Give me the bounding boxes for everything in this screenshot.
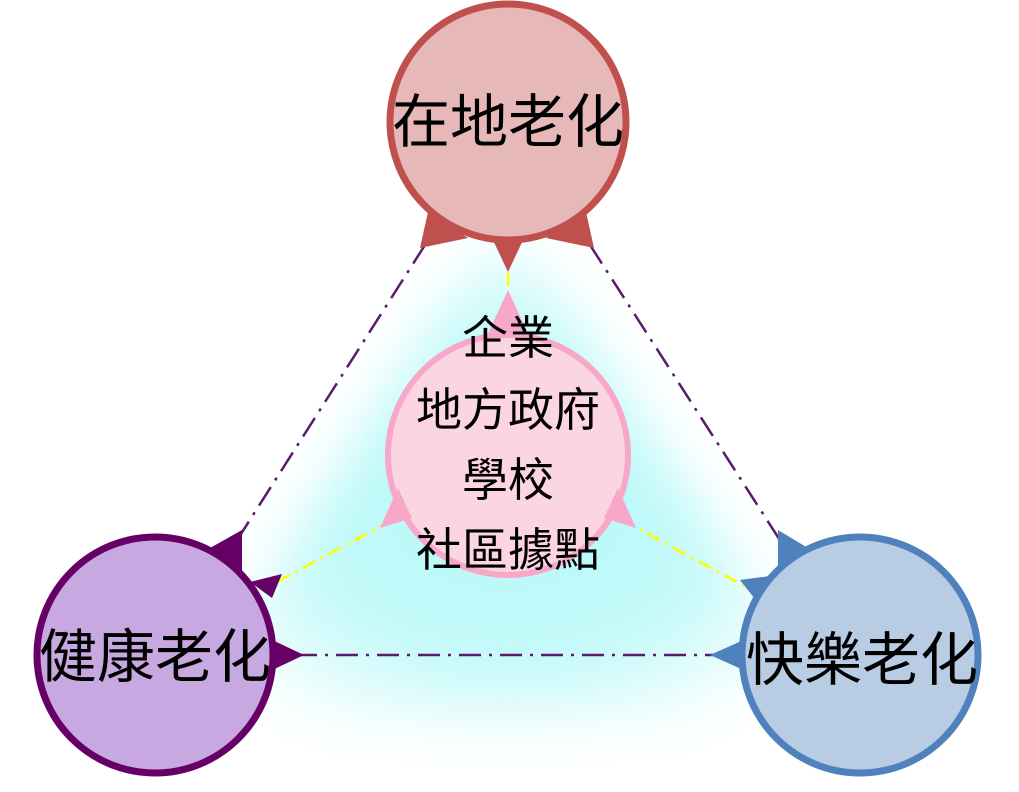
inner-connector-right (621, 518, 753, 592)
center-arrow-left (380, 488, 412, 528)
center-line-1: 企業 (462, 311, 554, 365)
inner-connector-left (261, 518, 393, 592)
top-arrow-right (546, 212, 594, 248)
connector-top-right (588, 244, 787, 549)
node-left: 健康老化 (33, 530, 304, 777)
center-line-4: 社區據點 (416, 523, 600, 577)
center-line-3: 學校 (462, 453, 554, 507)
right-circle (738, 533, 982, 777)
left-circle (33, 533, 277, 777)
left-arrow-upper-right (250, 574, 282, 598)
right-label: 快樂老化 (746, 626, 978, 694)
top-circle (386, 0, 630, 244)
node-top: 在地老化 (386, 0, 630, 272)
top-arrow-bottom (492, 238, 524, 272)
right-arrow-left (710, 638, 748, 672)
left-arrow-right (268, 638, 304, 672)
left-arrow-top (210, 530, 242, 572)
top-arrow-left (420, 212, 468, 248)
left-label: 健康老化 (39, 623, 271, 691)
node-right: 快樂老化 (710, 530, 982, 777)
center-node: 企業 地方政府 學校 社區據點 (380, 290, 636, 578)
top-label: 在地老化 (392, 88, 624, 156)
connector-top-left (230, 244, 427, 549)
center-arrow-right (604, 488, 636, 528)
center-arrow-top (486, 290, 530, 338)
center-line-2: 地方政府 (416, 383, 600, 437)
outer-connectors (230, 244, 787, 657)
